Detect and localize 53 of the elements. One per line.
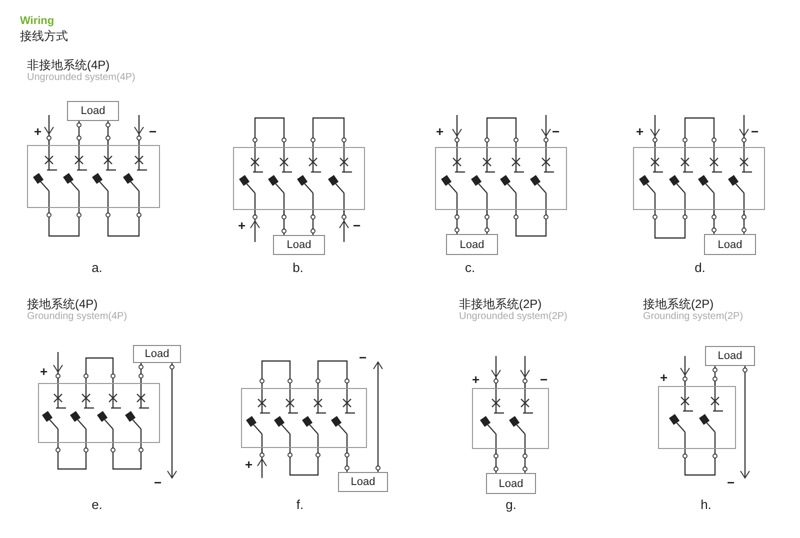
polarity-sign: − — [540, 373, 548, 386]
polarity-sign: + — [660, 371, 668, 384]
polarity-sign: − — [751, 125, 759, 138]
section-subheading: Grounding system(2P) — [643, 311, 744, 322]
load-box: Load — [704, 234, 756, 255]
section-heading: 非接地系统(4P) — [27, 57, 110, 72]
polarity-sign: + — [636, 125, 644, 138]
load-box: Load — [705, 346, 755, 366]
breaker-box — [658, 386, 736, 449]
panel-letter: e. — [92, 497, 102, 512]
polarity-sign: − — [353, 219, 361, 232]
panel-letter: g. — [506, 497, 516, 512]
section-heading: 接地系统(2P) — [643, 296, 714, 312]
polarity-sign: + — [472, 373, 480, 386]
polarity-sign: + — [34, 125, 42, 138]
current-arrow — [373, 362, 383, 472]
polarity-sign: − — [359, 353, 381, 362]
current-arrow — [740, 366, 750, 478]
polarity-sign: − — [552, 125, 560, 138]
breaker-box — [38, 383, 160, 443]
breaker-box — [435, 147, 567, 210]
section-heading: 接线方式 — [20, 28, 68, 45]
load-box: Load — [67, 101, 119, 121]
panel-letter: h. — [700, 497, 712, 512]
polarity-sign: + — [245, 458, 253, 471]
load-box: Load — [338, 472, 388, 492]
title: Wiring — [20, 15, 54, 27]
panel-letter: c. — [464, 260, 476, 275]
polarity-sign: − — [727, 478, 748, 487]
polarity-sign: − — [154, 478, 175, 487]
section-subheading: Ungrounded system(4P) — [27, 72, 136, 83]
panel-letter: b. — [292, 260, 304, 275]
breaker-box — [633, 147, 765, 210]
section-heading: 非接地系统(2P) — [459, 296, 542, 312]
panel-letter: f. — [296, 497, 304, 512]
breaker-box — [233, 147, 365, 210]
polarity-sign: − — [149, 125, 157, 138]
breaker-box — [27, 145, 160, 208]
load-box: Load — [446, 234, 498, 255]
load-box: Load — [133, 345, 181, 363]
load-box: Load — [486, 473, 536, 494]
section-subheading: Ungrounded system(2P) — [459, 311, 568, 322]
breaker-box — [241, 388, 367, 448]
polarity-sign: + — [436, 125, 444, 138]
load-box: Load — [273, 235, 325, 255]
section-heading: 接地系统(4P) — [27, 296, 98, 312]
section-subheading: Grounding system(4P) — [27, 311, 128, 322]
current-arrow — [167, 363, 177, 478]
polarity-sign: + — [40, 365, 48, 378]
polarity-sign: + — [238, 219, 246, 232]
breaker-box — [472, 388, 549, 449]
panel-letter: d. — [694, 260, 706, 275]
panel-letter: a. — [92, 260, 102, 275]
